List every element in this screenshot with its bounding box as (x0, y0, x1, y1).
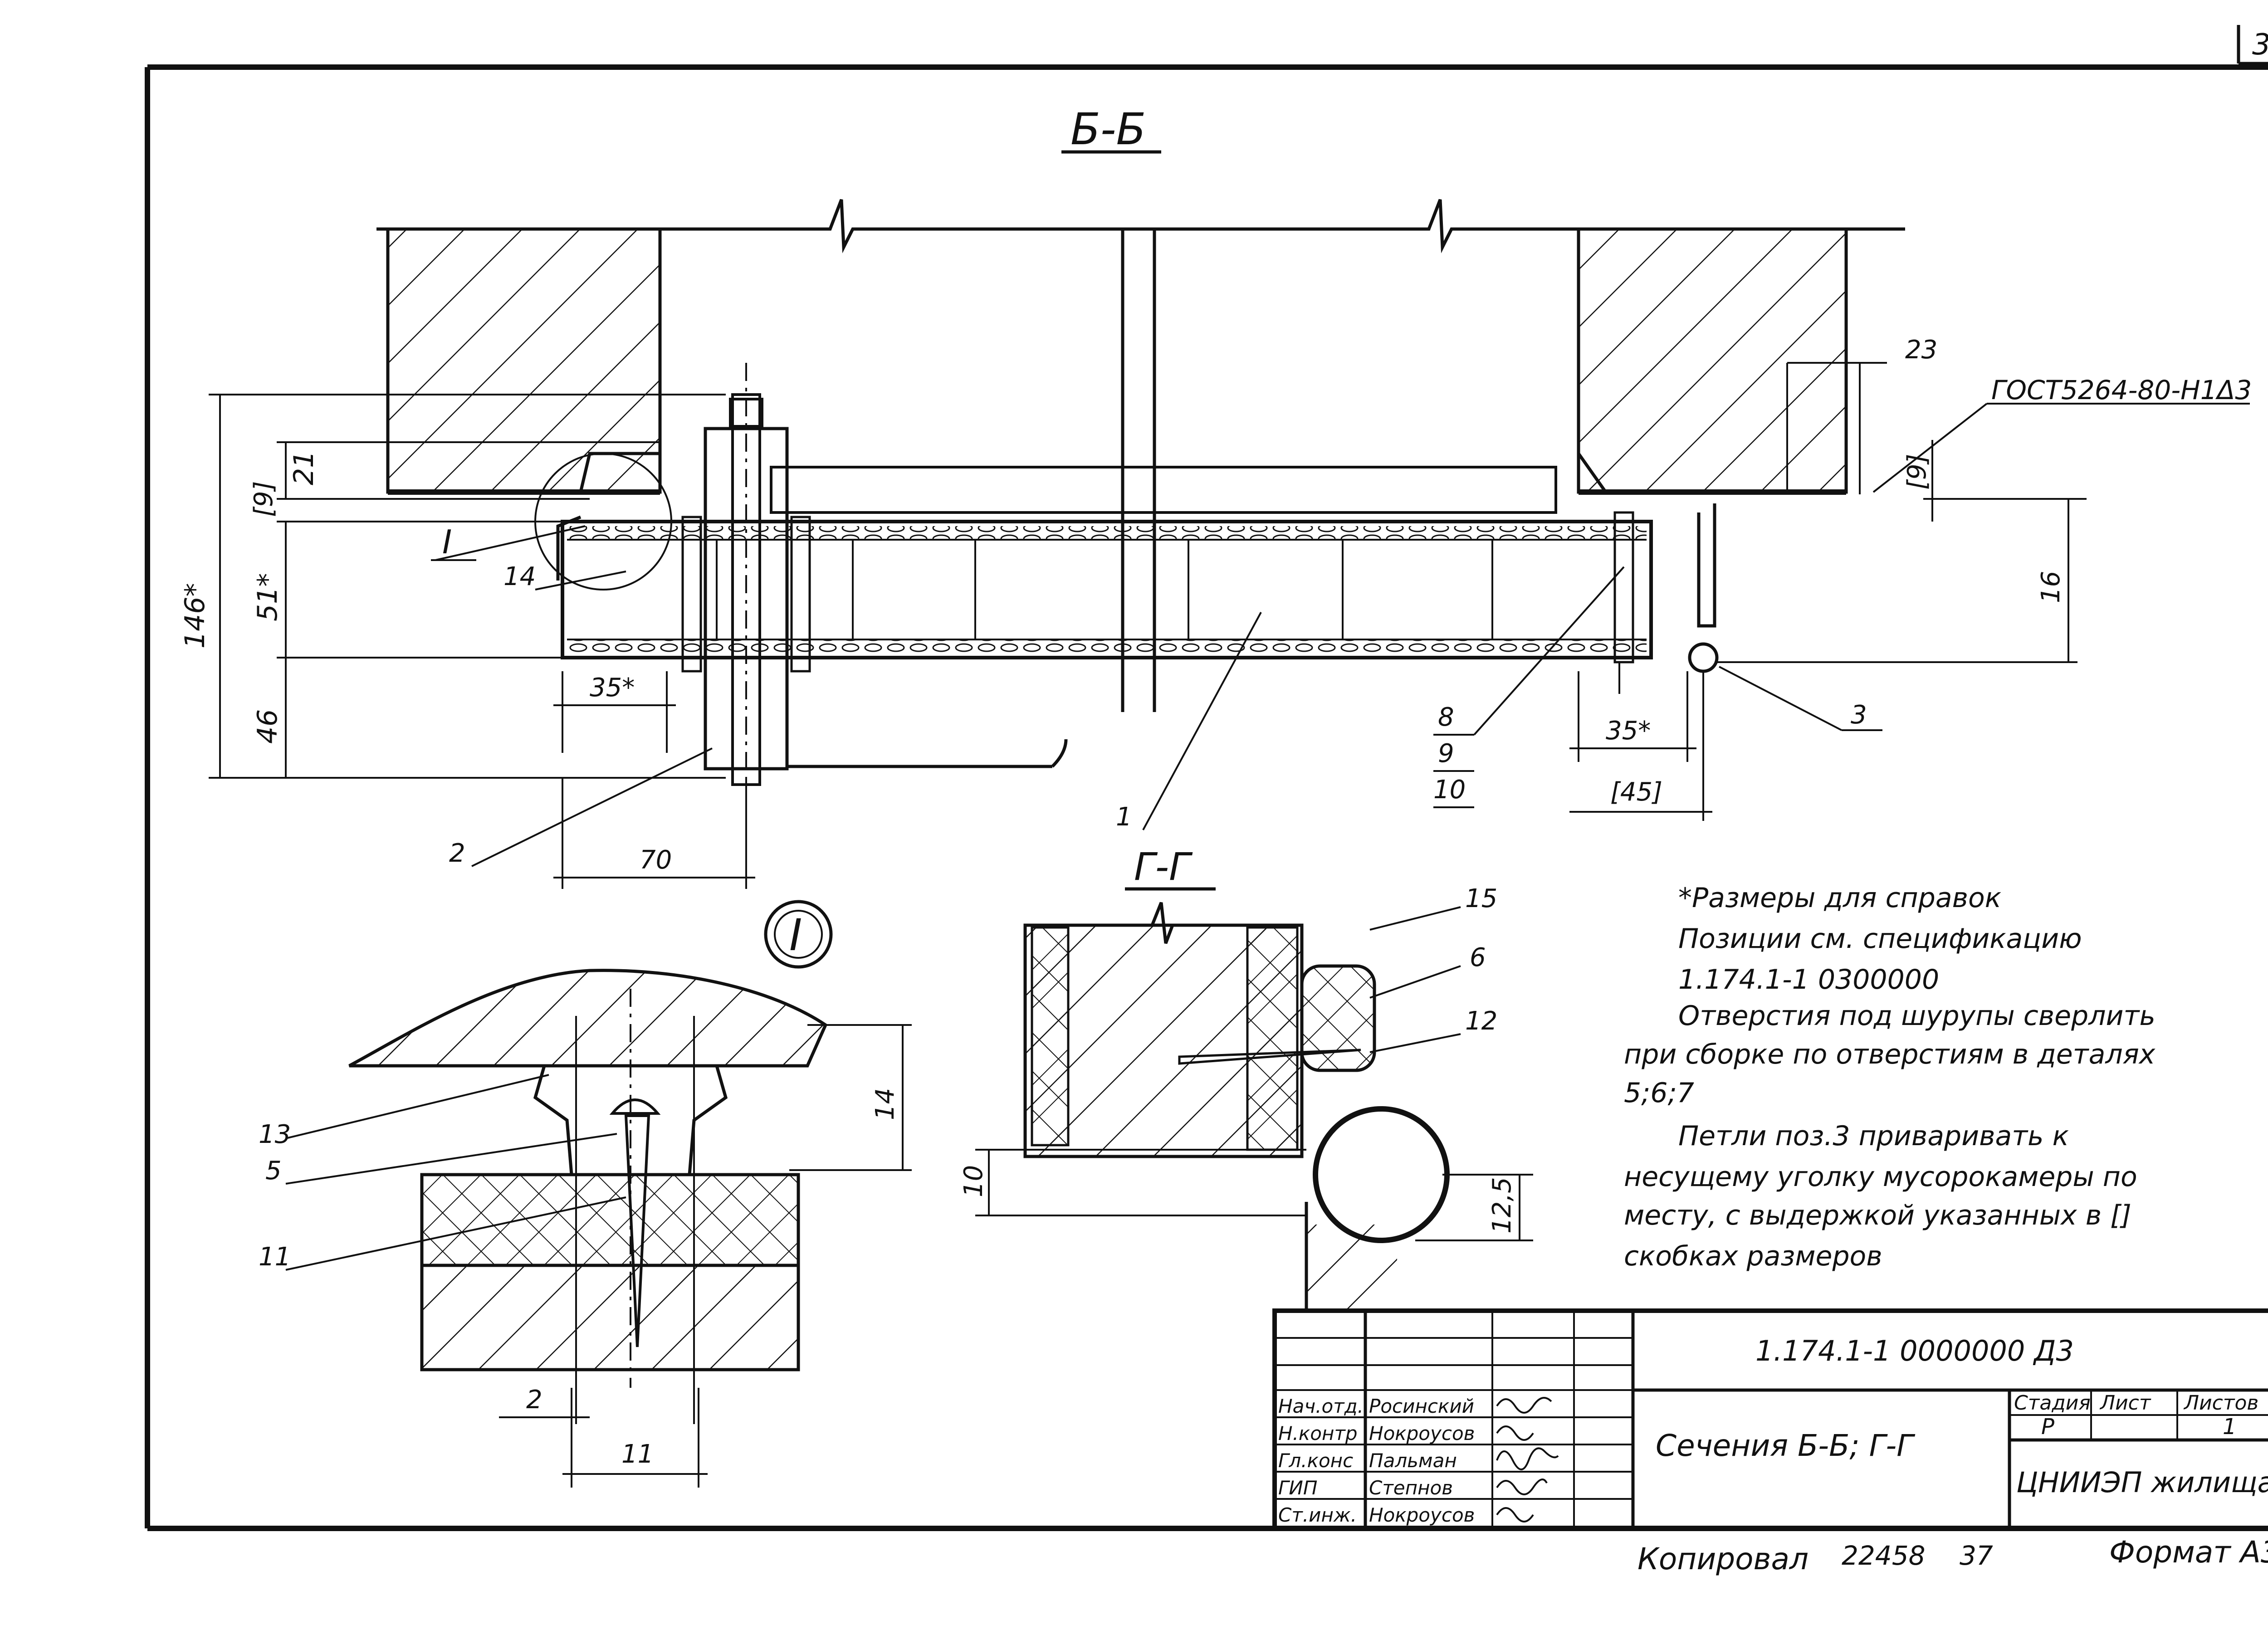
dim-70: 70 (640, 845, 672, 875)
tb-sheet-title: Сечения Б-Б; Г-Г (1656, 1428, 1916, 1463)
notes: *Размеры для справок Позиции см. специфи… (1624, 882, 2156, 1272)
section-gg: Г-Г 15 6 12 10 12,5 (959, 844, 1533, 1313)
note-line-9: месту, с выдержкой указанных в [] (1624, 1200, 2131, 1231)
dim-45: [45] (1610, 777, 1662, 807)
tb-sheets-value: 1 (2223, 1414, 2237, 1440)
note-line-3: 1.174.1-1 0300000 (1678, 964, 1939, 995)
tb-role-2: Н.контр (1278, 1422, 1358, 1444)
dim-146: 146* (179, 583, 211, 649)
tb-sheets-label: Листов (2183, 1391, 2258, 1415)
tb-name-4: Степнов (1369, 1477, 1453, 1499)
dim-9-right: [9] (1902, 454, 1932, 490)
tb-organization: ЦНИИЭП жилища (2016, 1466, 2268, 1499)
pos-10: 10 (1433, 775, 1466, 805)
pos-8: 8 (1438, 703, 1454, 732)
pos-3: 3 (1851, 700, 1867, 730)
gg-dim-12-5: 12,5 (1487, 1177, 1517, 1234)
note-line-2: Позиции см. спецификацию (1678, 923, 2082, 955)
section-bb-title: Б-Б (1070, 104, 1146, 155)
note-line-8: несущему уголку мусорокамеры по (1624, 1161, 2137, 1193)
detail-pos-11: 11 (259, 1242, 291, 1272)
signatures (1496, 1397, 1559, 1523)
footer: Копировал 22458 37 Формат А3 (1637, 1535, 2268, 1576)
pos-1: 1 (1116, 802, 1132, 832)
tb-name-3: Пальман (1369, 1449, 1457, 1472)
left-wall-block (386, 227, 662, 494)
dim-21: 21 (288, 451, 320, 485)
dim-16: 16 (2036, 571, 2066, 603)
detail-pos-5: 5 (265, 1156, 282, 1186)
note-line-6: 5;6;7 (1624, 1077, 1694, 1109)
detail-dim-2: 2 (526, 1385, 543, 1415)
footer-copy-extra: 37 (1960, 1540, 1993, 1571)
tb-role-5: Ст.инж. (1278, 1504, 1357, 1526)
gg-dim-10: 10 (959, 1165, 988, 1197)
detail-i: I 14 13 5 11 2 11 (259, 900, 912, 1488)
note-line-7: Петли поз.3 приваривать к (1678, 1120, 2069, 1152)
pos-14: 14 (503, 562, 536, 591)
note-line-5: при сборке по отверстиям в деталях (1624, 1039, 2156, 1070)
detail-i-badge-outer (764, 900, 833, 969)
pos-roman-i: I (442, 523, 452, 561)
tb-role-4: ГИП (1278, 1477, 1317, 1499)
tb-role-3: Гл.конс (1278, 1449, 1353, 1472)
gg-pos-12: 12 (1465, 1006, 1497, 1036)
tb-designation: 1.174.1-1 0000000 Д3 (1755, 1334, 2074, 1367)
dims-left (209, 394, 755, 889)
detail-i-badge: I (789, 910, 802, 961)
dim-51: 51* (252, 573, 284, 621)
tb-stage-value: Р (2041, 1414, 2054, 1440)
dim-46: 46 (252, 709, 284, 744)
tb-name-1: Росинский (1369, 1395, 1474, 1417)
page-number-box: 36 (2237, 25, 2268, 65)
footer-format: Формат А3 (2109, 1535, 2268, 1570)
hinge-pin-left (681, 363, 1068, 884)
section-gg-title: Г-Г (1134, 844, 1193, 889)
title-block: 1.174.1-1 0000000 Д3 Сечения Б-Б; Г-Г Ст… (1272, 1308, 2268, 1531)
note-line-1: *Размеры для справок (1678, 882, 2001, 914)
gg-pos-6: 6 (1470, 943, 1486, 972)
dim-35-right: 35* (1606, 716, 1651, 746)
note-line-10: скобках размеров (1624, 1240, 1882, 1272)
gg-pos-15: 15 (1465, 884, 1497, 913)
footer-copy-number: 22458 (1842, 1540, 1926, 1571)
dim-9-left: [9] (249, 481, 279, 517)
tb-name-2: Нокроусов (1369, 1422, 1475, 1444)
tb-sheet-label: Лист (2099, 1391, 2151, 1415)
gost-label: ГОСТ5264-80-Н1Δ3 (1991, 375, 2252, 405)
dim-35-left: 35* (590, 673, 635, 703)
pos-9: 9 (1438, 739, 1454, 768)
detail-dim-14: 14 (870, 1088, 900, 1120)
dim-23: 23 (1905, 335, 1937, 365)
tb-name-5: Нокроусов (1369, 1504, 1475, 1526)
note-line-4: Отверстия под шурупы сверлить (1678, 1000, 2156, 1032)
page-number: 36 (2252, 28, 2268, 62)
gg-hinge-tube (1313, 1106, 1450, 1243)
pos-2: 2 (449, 839, 465, 868)
section-bb: Б-Б (179, 104, 2252, 889)
detail-pos-13: 13 (259, 1120, 291, 1149)
tb-stage-label: Стадия (2014, 1391, 2091, 1415)
footer-copied: Копировал (1637, 1542, 1809, 1576)
right-hinge-assembly (1577, 338, 1719, 694)
detail-i-badge-inner (774, 910, 823, 959)
detail-dim-11: 11 (621, 1440, 654, 1469)
tb-role-1: Нач.отд. (1278, 1395, 1364, 1417)
dims-right: 23 ГОСТ5264-80-Н1Δ3 [9] 16 35* [45] (1569, 335, 2252, 821)
door-panel (561, 520, 1653, 659)
right-wall-block (1577, 227, 1848, 494)
